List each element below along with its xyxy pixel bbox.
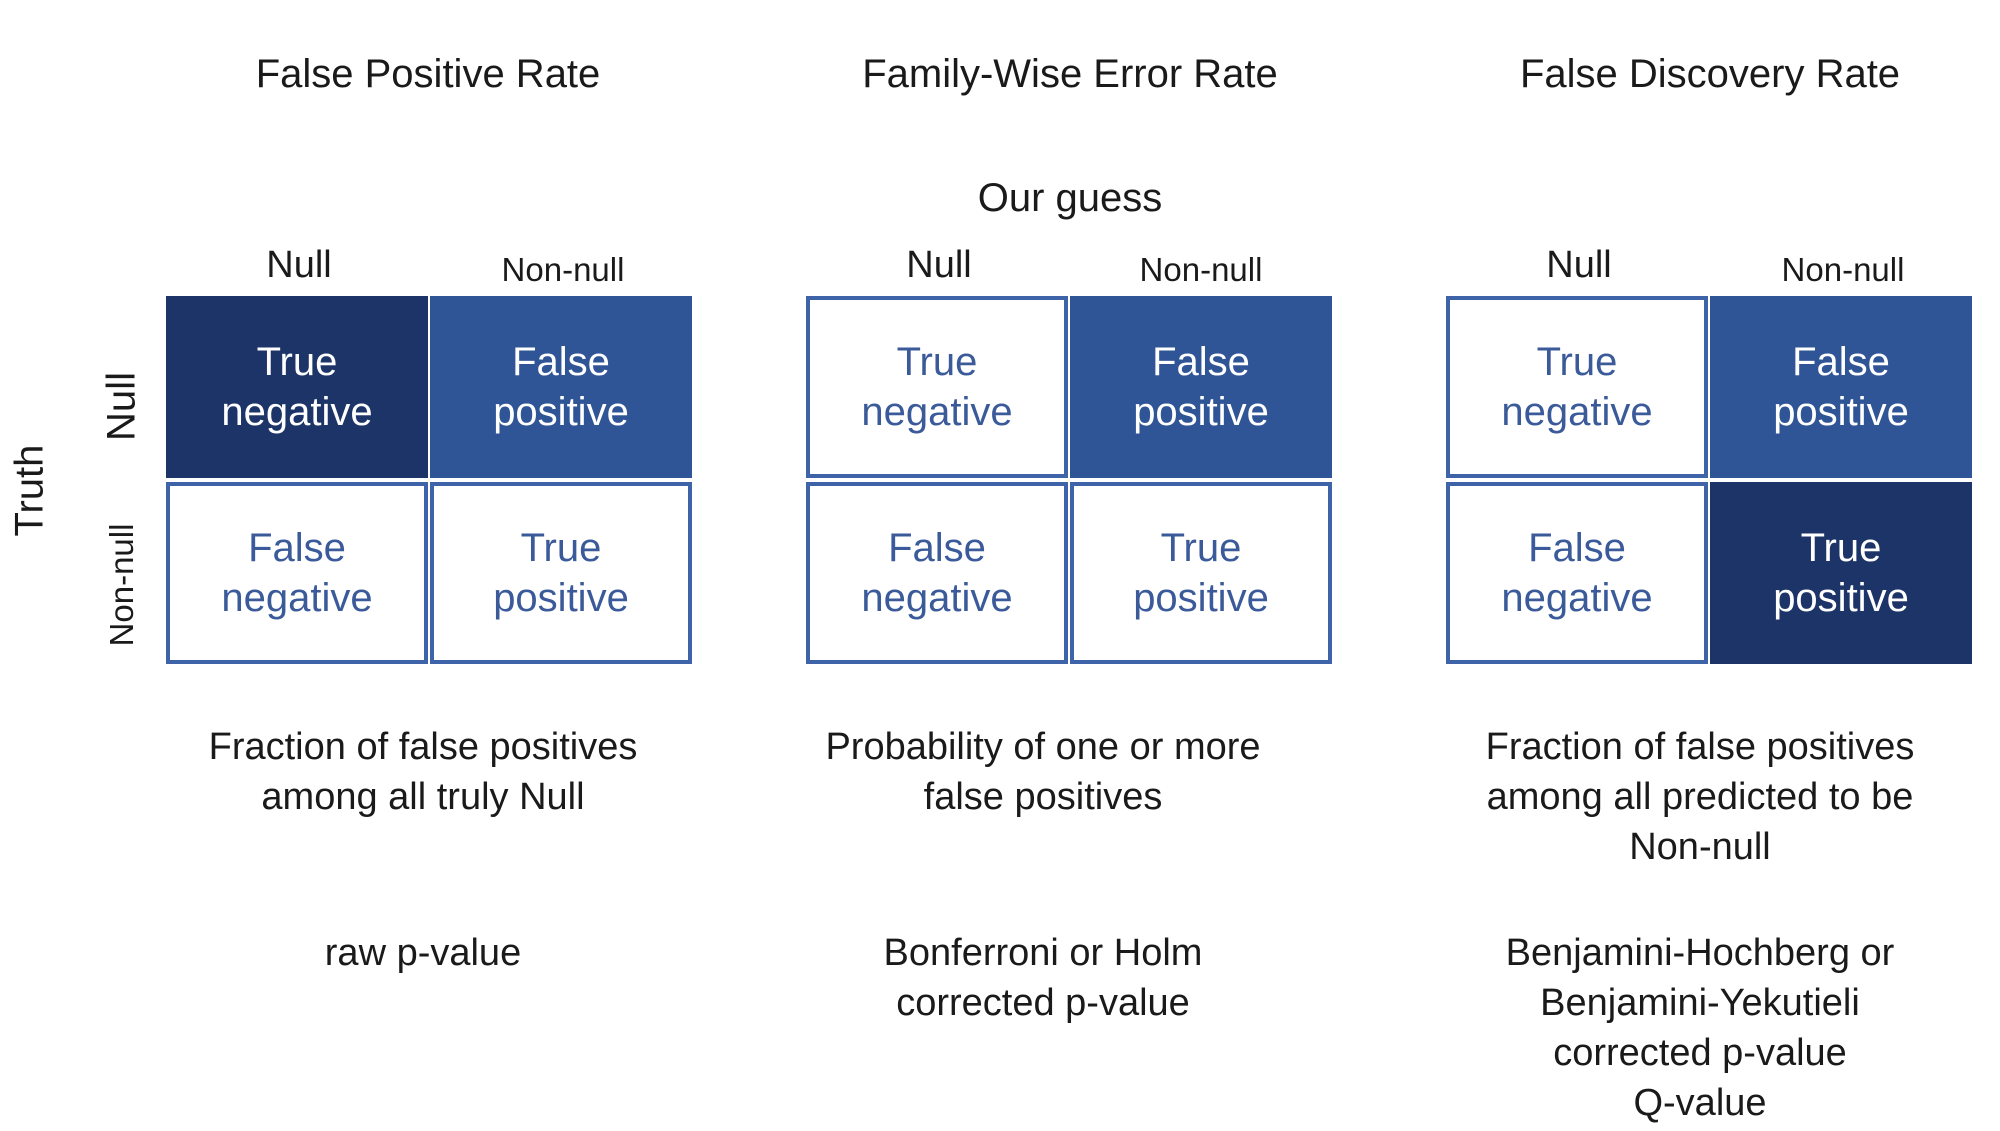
col-label-non-null: Non-null: [501, 251, 625, 288]
cell-text: False: [1152, 340, 1250, 384]
cell-text: False: [1792, 340, 1890, 384]
method-line: corrected p-value: [1553, 1032, 1847, 1074]
cell-text: True: [1160, 526, 1242, 570]
col-label-null: Null: [1546, 244, 1612, 286]
definition-line: Fraction of false positives: [1485, 726, 1915, 768]
col-label-null: Null: [906, 244, 972, 286]
cell-true-positive: True positive: [1710, 482, 1972, 664]
title-family-wise-error-rate: Family-Wise Error Rate: [862, 52, 1278, 96]
definition-line: Probability of one or more: [825, 726, 1261, 768]
definition-text: Fraction of false positives among all tr…: [143, 722, 703, 822]
definition-line: Fraction of false positives: [208, 726, 638, 768]
method-text: Benjamini-Hochberg or Benjamini-Yekutiel…: [1420, 928, 1980, 1128]
cell-text: False: [888, 526, 986, 570]
cell-true-positive: True positive: [430, 482, 692, 664]
cell-false-negative: False negative: [166, 482, 428, 664]
cell-text: positive: [1773, 576, 1909, 620]
cell-text: positive: [1773, 390, 1909, 434]
cell-text: positive: [1133, 390, 1269, 434]
method-line: raw p-value: [324, 932, 522, 974]
title-false-positive-rate: False Positive Rate: [255, 52, 601, 96]
definition-text: Probability of one or more false positiv…: [763, 722, 1323, 822]
method-line: corrected p-value: [896, 982, 1190, 1024]
col-label-non-null: Non-null: [1781, 251, 1905, 288]
cell-false-positive: False positive: [430, 296, 692, 478]
method-line: Q-value: [1633, 1082, 1767, 1124]
cell-text: positive: [493, 390, 629, 434]
definition-line: among all truly Null: [261, 776, 585, 818]
cell-false-negative: False negative: [1446, 482, 1708, 664]
definition-text: Fraction of false positives among all pr…: [1420, 722, 1980, 872]
our-guess-label: Our guess: [977, 176, 1163, 220]
cell-true-positive: True positive: [1070, 482, 1332, 664]
cell-text: True: [1800, 526, 1882, 570]
method-text: raw p-value: [143, 928, 703, 978]
truth-label: Truth: [7, 444, 52, 537]
definition-line: among all predicted to be: [1486, 776, 1914, 818]
method-line: Benjamini-Hochberg or: [1505, 932, 1895, 974]
cell-text: negative: [861, 390, 1013, 434]
cell-text: negative: [221, 390, 373, 434]
method-line: Bonferroni or Holm: [883, 932, 1203, 974]
row-label-null: Null: [99, 372, 144, 441]
cell-false-negative: False negative: [806, 482, 1068, 664]
cell-text: negative: [1501, 390, 1653, 434]
method-text: Bonferroni or Holm corrected p-value: [763, 928, 1323, 1028]
cell-text: True: [896, 340, 978, 384]
definition-line: false positives: [923, 776, 1163, 818]
col-label-non-null: Non-null: [1139, 251, 1263, 288]
cell-true-negative: True negative: [166, 296, 428, 478]
col-label-null: Null: [266, 244, 332, 286]
row-label-non-null: Non-null: [103, 523, 140, 647]
cell-true-negative: True negative: [806, 296, 1068, 478]
cell-text: negative: [221, 576, 373, 620]
cell-text: negative: [861, 576, 1013, 620]
cell-text: False: [512, 340, 610, 384]
cell-false-positive: False positive: [1070, 296, 1332, 478]
cell-text: False: [1528, 526, 1626, 570]
cell-text: negative: [1501, 576, 1653, 620]
cell-true-negative: True negative: [1446, 296, 1708, 478]
cell-text: True: [520, 526, 602, 570]
cell-false-positive: False positive: [1710, 296, 1972, 478]
cell-text: True: [1536, 340, 1618, 384]
cell-text: positive: [1133, 576, 1269, 620]
cell-text: True: [256, 340, 338, 384]
method-line: Benjamini-Yekutieli: [1540, 982, 1860, 1024]
cell-text: positive: [493, 576, 629, 620]
title-false-discovery-rate: False Discovery Rate: [1519, 52, 1901, 96]
definition-line: Non-null: [1629, 826, 1771, 868]
cell-text: False: [248, 526, 346, 570]
